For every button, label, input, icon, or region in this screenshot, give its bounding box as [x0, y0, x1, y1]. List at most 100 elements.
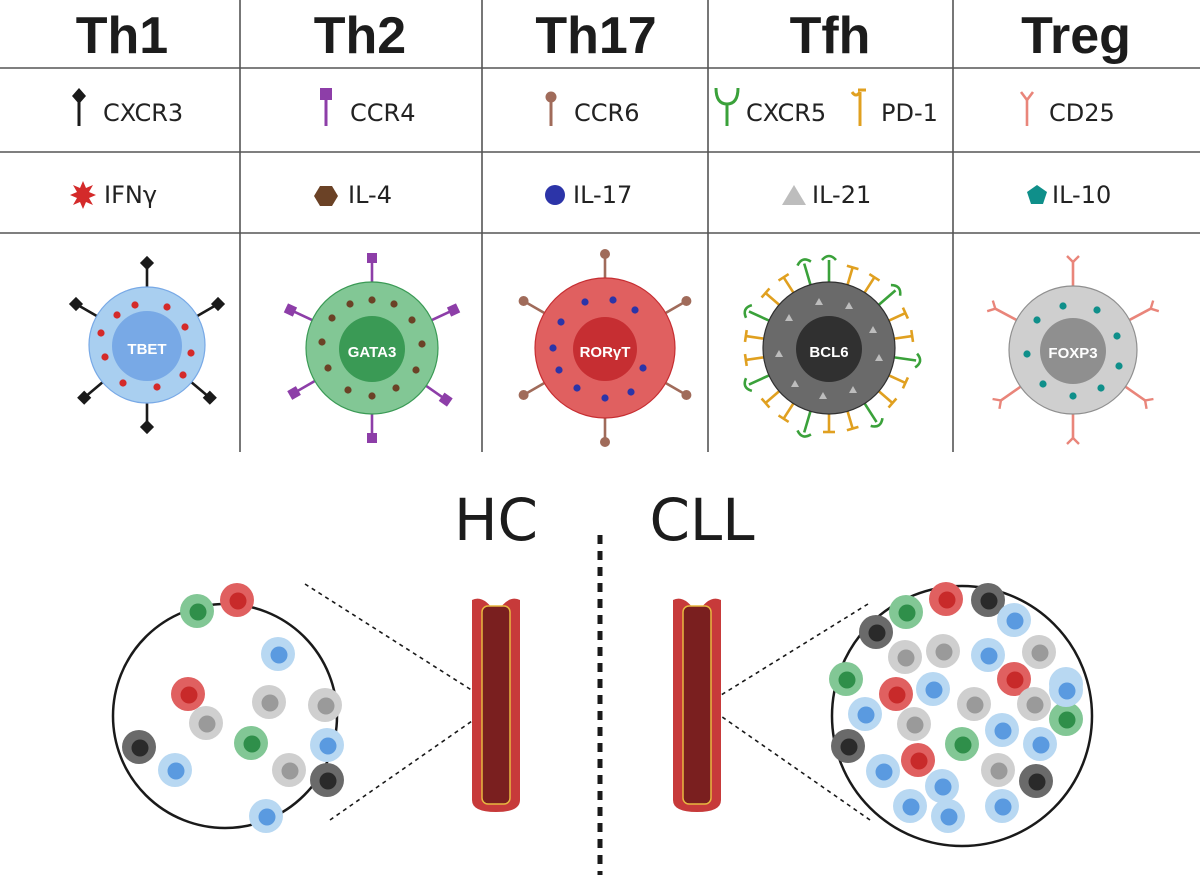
receptor-tip	[367, 433, 377, 443]
cell-nucleus	[229, 592, 247, 610]
cell-nucleus	[966, 696, 984, 714]
receptor	[894, 334, 913, 340]
granule	[153, 383, 161, 391]
black-blood-cell	[971, 583, 1005, 617]
cxcr5-tip	[914, 352, 922, 369]
receptor	[878, 289, 897, 306]
receptor	[802, 410, 812, 433]
grey-triangle-icon	[782, 185, 806, 205]
pd1-tip	[901, 307, 910, 320]
receptor	[1124, 385, 1146, 402]
granule	[368, 296, 376, 304]
nucleus	[339, 316, 405, 382]
granule	[601, 394, 609, 402]
receptor-tip	[1143, 397, 1154, 410]
nucleus	[796, 316, 862, 382]
cell-nucleus	[1058, 682, 1076, 700]
pd1-tip	[901, 376, 910, 389]
blue-circle-icon	[545, 185, 565, 205]
header-th1: Th1	[76, 7, 168, 65]
grey-blood-cell	[888, 640, 922, 674]
granule	[1033, 316, 1041, 324]
tf-label-gata3: GATA3	[348, 344, 397, 361]
receptor-tip	[518, 296, 529, 306]
receptor-tip	[986, 300, 997, 313]
cytokine-label-il10: IL-10	[1052, 181, 1111, 209]
granule	[1023, 350, 1031, 358]
blue-blood-cell	[997, 603, 1031, 637]
transcription-factor-labels: TBET GATA3 RORγT BCL6 FOXP3	[127, 341, 1097, 362]
granule	[163, 303, 171, 311]
y-receptor-icon	[714, 87, 740, 126]
granule	[344, 386, 352, 394]
blue-blood-cell	[1049, 673, 1083, 707]
granule	[581, 298, 589, 306]
receptor-tip	[287, 386, 301, 400]
cell-nucleus	[906, 716, 924, 734]
cell-nucleus	[925, 681, 943, 699]
blue-blood-cell	[249, 799, 283, 833]
cell-nucleus	[1026, 696, 1044, 714]
receptor	[994, 307, 1018, 322]
granule	[412, 366, 420, 374]
receptor	[846, 410, 854, 429]
grey-blood-cell	[957, 687, 991, 721]
grey-blood-cell	[308, 688, 342, 722]
tf-label-foxp3: FOXP3	[1048, 345, 1097, 362]
pink-y-icon	[1019, 91, 1035, 126]
cell-nucleus	[840, 738, 858, 756]
cell-nucleus	[857, 706, 875, 724]
grey-blood-cell	[981, 753, 1015, 787]
cxcr5-tip	[743, 303, 753, 319]
granule	[627, 388, 635, 396]
grey-blood-cell	[926, 634, 960, 668]
brown-hexagon-icon	[314, 186, 338, 206]
blue-blood-cell	[866, 754, 900, 788]
receptor-tip	[518, 390, 529, 400]
diamond-stick-icon	[72, 88, 86, 126]
grey-blood-cell	[189, 706, 223, 740]
cytokine-label-il4: IL-4	[348, 181, 392, 209]
granule	[869, 326, 877, 333]
pd1-tip	[846, 264, 859, 271]
granule	[97, 329, 105, 337]
cell-nucleus	[1006, 671, 1024, 689]
cxcr5-tip	[870, 417, 884, 428]
square-stick-icon	[320, 88, 332, 126]
receptor	[863, 276, 876, 294]
granule	[845, 302, 853, 309]
pd1-tip	[760, 287, 771, 299]
receptor-tip	[139, 419, 155, 435]
cll-blood-vessel	[673, 598, 721, 812]
receptor	[888, 374, 906, 385]
cytokine-label-ifng: IFNγ	[104, 181, 157, 209]
granule	[639, 364, 647, 372]
granule	[318, 338, 326, 346]
receptor	[878, 390, 894, 404]
header-tfh: Tfh	[790, 7, 871, 65]
cell-nucleus	[902, 798, 920, 816]
receptor-tip	[367, 253, 377, 263]
red-blood-cell	[929, 582, 963, 616]
blue-blood-cell	[1023, 727, 1057, 761]
receptor-row: CXCR3 CCR4 CCR6 CXCR5 PD-1 CD25	[72, 87, 1115, 127]
receptor-tip	[992, 397, 1003, 410]
cell-nucleus	[1032, 736, 1050, 754]
blue-blood-cell	[310, 728, 344, 762]
black-blood-cell	[859, 615, 893, 649]
cxcr5-tip	[821, 254, 837, 261]
granule	[1069, 392, 1077, 400]
receptor	[863, 402, 878, 423]
receptor-label-cd25: CD25	[1049, 99, 1115, 127]
cell-nucleus	[317, 697, 335, 715]
receptor-tip	[1066, 436, 1080, 445]
pd1-tip	[777, 272, 790, 282]
cxcr5-tip	[890, 283, 902, 296]
cll-blood-cells	[829, 582, 1083, 833]
pd1-tip	[743, 329, 748, 343]
blue-blood-cell	[925, 769, 959, 803]
granule	[557, 318, 565, 326]
cll-label: CLL	[649, 486, 754, 554]
pd1-tip	[760, 397, 771, 409]
blue-blood-cell	[158, 753, 192, 787]
